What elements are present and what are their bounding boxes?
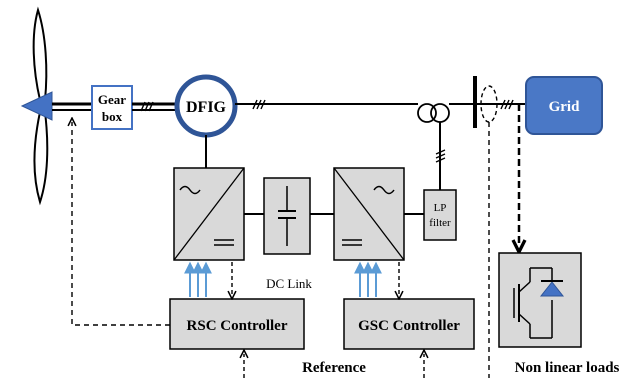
gearbox-label-line1: Gear <box>98 92 126 107</box>
speed-feedback-path <box>72 122 170 326</box>
turbine-hub <box>20 91 53 121</box>
lp-filter-line1: LP <box>434 202 447 214</box>
turbine-blade-bottom <box>33 111 49 206</box>
wind-turbine <box>20 6 53 206</box>
nonlinear-load-box <box>498 252 582 348</box>
gearbox-box <box>91 85 133 130</box>
turbine-blade-top <box>32 6 48 101</box>
gsc-converter <box>333 167 405 261</box>
rsc-controller-box <box>169 298 305 350</box>
tick-marks-shaft <box>140 101 154 112</box>
transformer-icon <box>417 103 450 123</box>
nonlinear-loads-label: Non linear loads <box>515 360 620 376</box>
gsc-controller-label: GSC Controller <box>358 318 460 334</box>
rsc-controller-label: RSC Controller <box>187 318 288 334</box>
rsc-converter <box>173 167 245 261</box>
gsc-gate-signals <box>354 261 382 297</box>
lp-filter-line2: filter <box>429 217 451 229</box>
grid-label: Grid <box>549 99 580 115</box>
dc-link-label: DC Link <box>266 276 312 291</box>
tick-marks-filter <box>435 149 446 163</box>
rsc-gate-signals <box>184 261 212 297</box>
grid-block <box>525 76 603 135</box>
dfig-label: DFIG <box>186 99 227 116</box>
diode-icon <box>539 281 565 297</box>
reference-label: Reference <box>302 360 366 376</box>
gsc-controller-box <box>343 298 475 350</box>
gearbox-label-line2: box <box>102 109 123 124</box>
ac-symbol-icon-gsc <box>373 185 395 195</box>
lp-filter-box <box>423 189 457 241</box>
tick-marks-stator <box>252 99 266 110</box>
tick-marks-grid <box>500 99 514 110</box>
ac-symbol-icon <box>179 185 201 195</box>
dc-link-capacitor <box>263 177 311 255</box>
